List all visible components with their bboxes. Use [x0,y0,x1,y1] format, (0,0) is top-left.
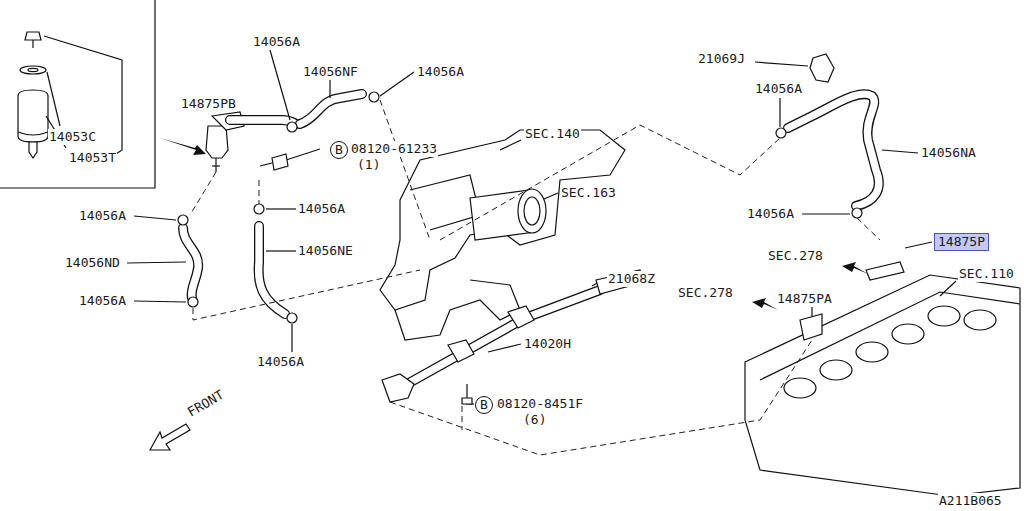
part-number: 14875PB [180,96,237,112]
part-number: 14056A [754,81,803,97]
diagram-code: A211B065 [938,493,1003,509]
part-number: 14053T [68,150,117,166]
inset-frame [0,0,155,188]
part-number: 14020H [523,336,572,352]
part-number: 14053C [48,129,97,145]
part-number: 14056A [297,201,346,217]
leader-lines [127,50,956,404]
part-number: 14056A [252,34,301,50]
routing-dashes [190,100,880,455]
part-number: 14056A [746,206,795,222]
circled-letter: B [330,141,348,159]
front-arrow [150,424,190,450]
bolt-number: 08120-61233 [350,141,438,157]
node-text: 14875P [935,234,988,250]
part-number: 14056ND [64,255,121,271]
part-number: 14056A [78,208,127,224]
part-number: 14056NA [920,145,977,161]
section-reference: SEC.140 [524,126,581,142]
part-number: 14056A [78,293,127,309]
highlight-box: 14875P [934,233,989,251]
section-reference: SEC.110 [958,266,1015,282]
part-number: 14875PA [776,291,833,307]
circled-letter: B [475,396,493,414]
part-number: 21069J [697,51,746,67]
section-reference: SEC.278 [767,248,824,264]
part-number: 14056NE [297,243,354,259]
intake-manifold [380,130,625,340]
direction-label: FRONT [184,387,228,421]
node-text: B [476,397,492,413]
fuel-rail [382,270,644,402]
quantity: (6) [522,412,547,428]
section-reference: SEC.278 [677,285,734,301]
hose-clamps [178,54,862,323]
part-number: 14056A [256,354,305,370]
bolt-number: 08120-8451F [496,396,584,412]
quantity: (1) [356,157,381,173]
node-text: B [331,142,347,158]
section-reference: SEC.163 [560,185,617,201]
part-number: 14056A [416,64,465,80]
direction-arrows [752,262,868,310]
part-number: 21068Z [607,271,656,287]
part-number: 14056NF [302,64,359,80]
